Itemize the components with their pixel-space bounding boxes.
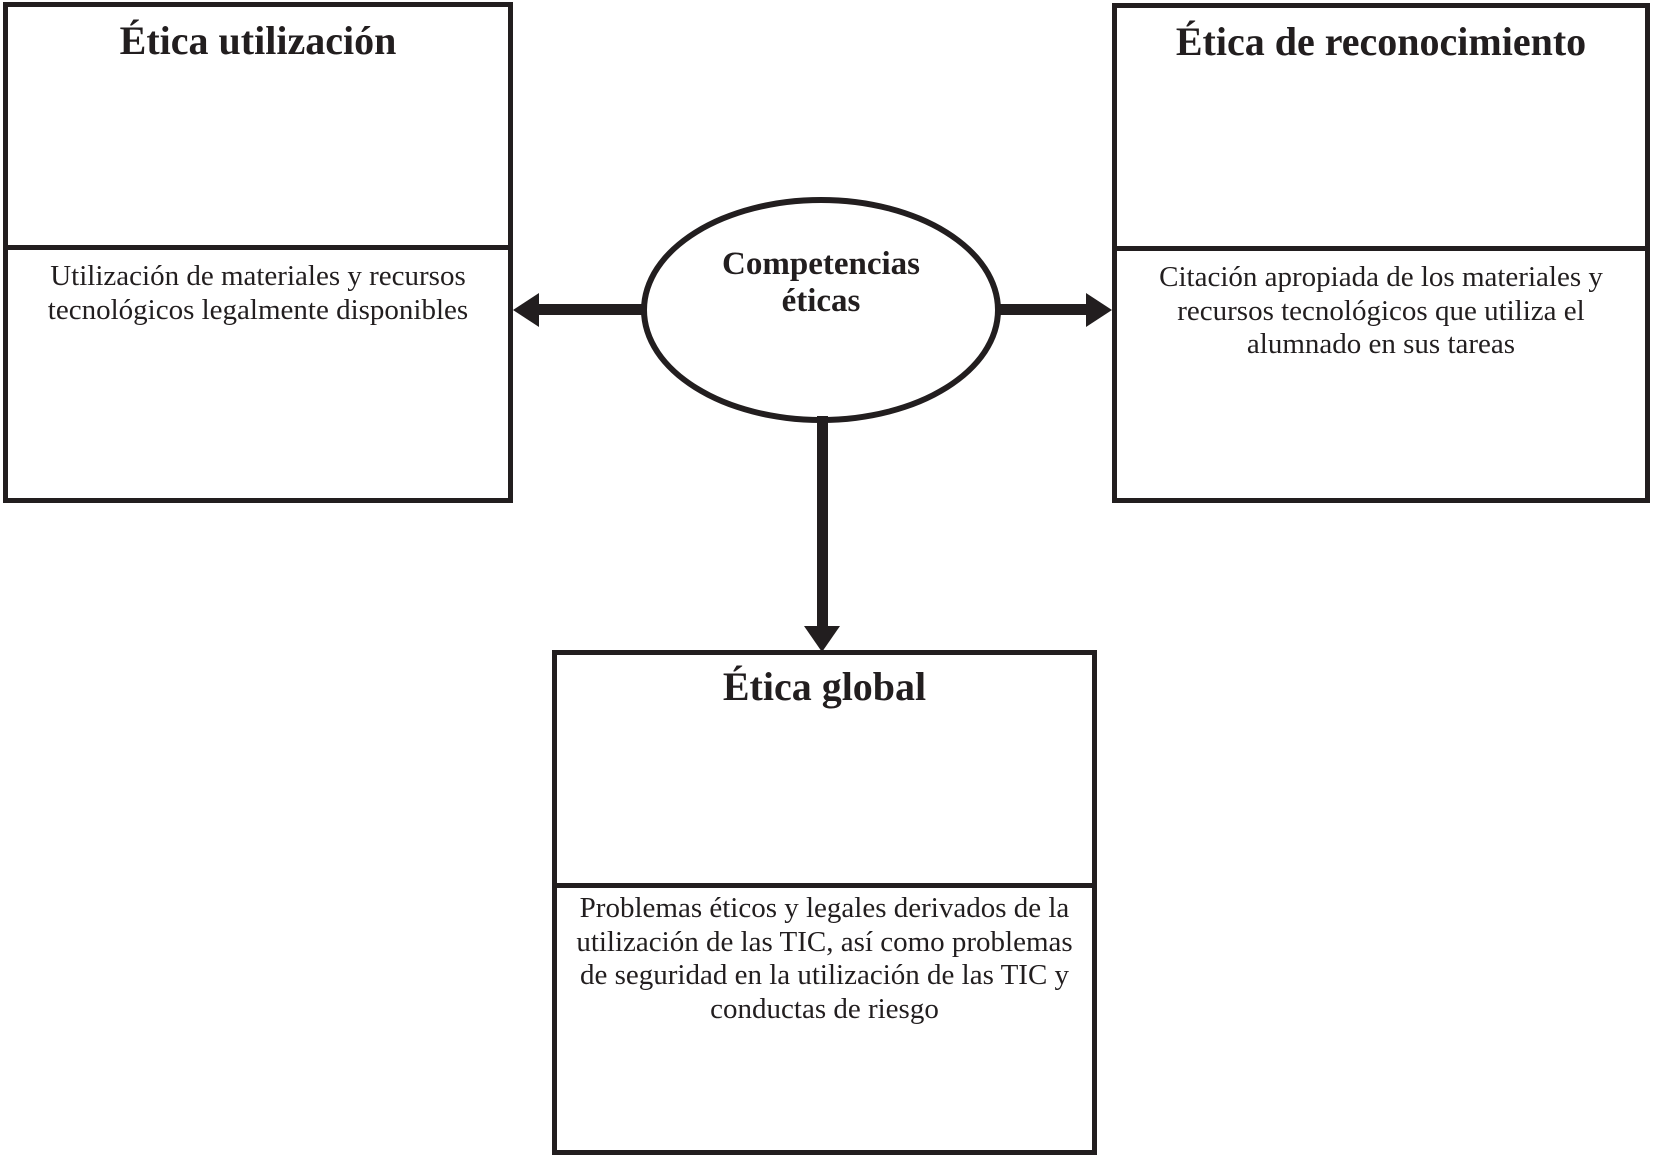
node-etica-reconocimiento: Ética de reconocimiento Citación apropia… [1112, 3, 1650, 503]
arrow-right-head-icon [1086, 293, 1112, 327]
node-etica-global: Ética global Problemas éticos y legales … [552, 650, 1097, 1155]
arrow-left-shaft [536, 304, 646, 315]
node-competencias-eticas-label: Competencias éticas [722, 246, 920, 319]
node-etica-utilizacion-title: Ética utilización [8, 7, 508, 250]
node-etica-global-title: Ética global [557, 655, 1092, 888]
node-etica-reconocimiento-description: Citación apropiada de los materiales y r… [1159, 261, 1603, 360]
node-etica-utilizacion: Ética utilización Utilización de materia… [3, 2, 513, 503]
node-etica-global-description: Problemas éticos y legales derivados de … [576, 892, 1073, 1025]
arrow-right-shaft [997, 304, 1087, 315]
node-competencias-eticas: Competencias éticas [641, 197, 1001, 423]
arrow-left-head-icon [513, 293, 539, 327]
arrow-down-head-icon [804, 626, 840, 652]
node-etica-reconocimiento-title: Ética de reconocimiento [1117, 8, 1645, 251]
node-etica-utilizacion-description: Utilización de materiales y recursos tec… [47, 260, 469, 326]
arrow-down-shaft [817, 416, 828, 628]
